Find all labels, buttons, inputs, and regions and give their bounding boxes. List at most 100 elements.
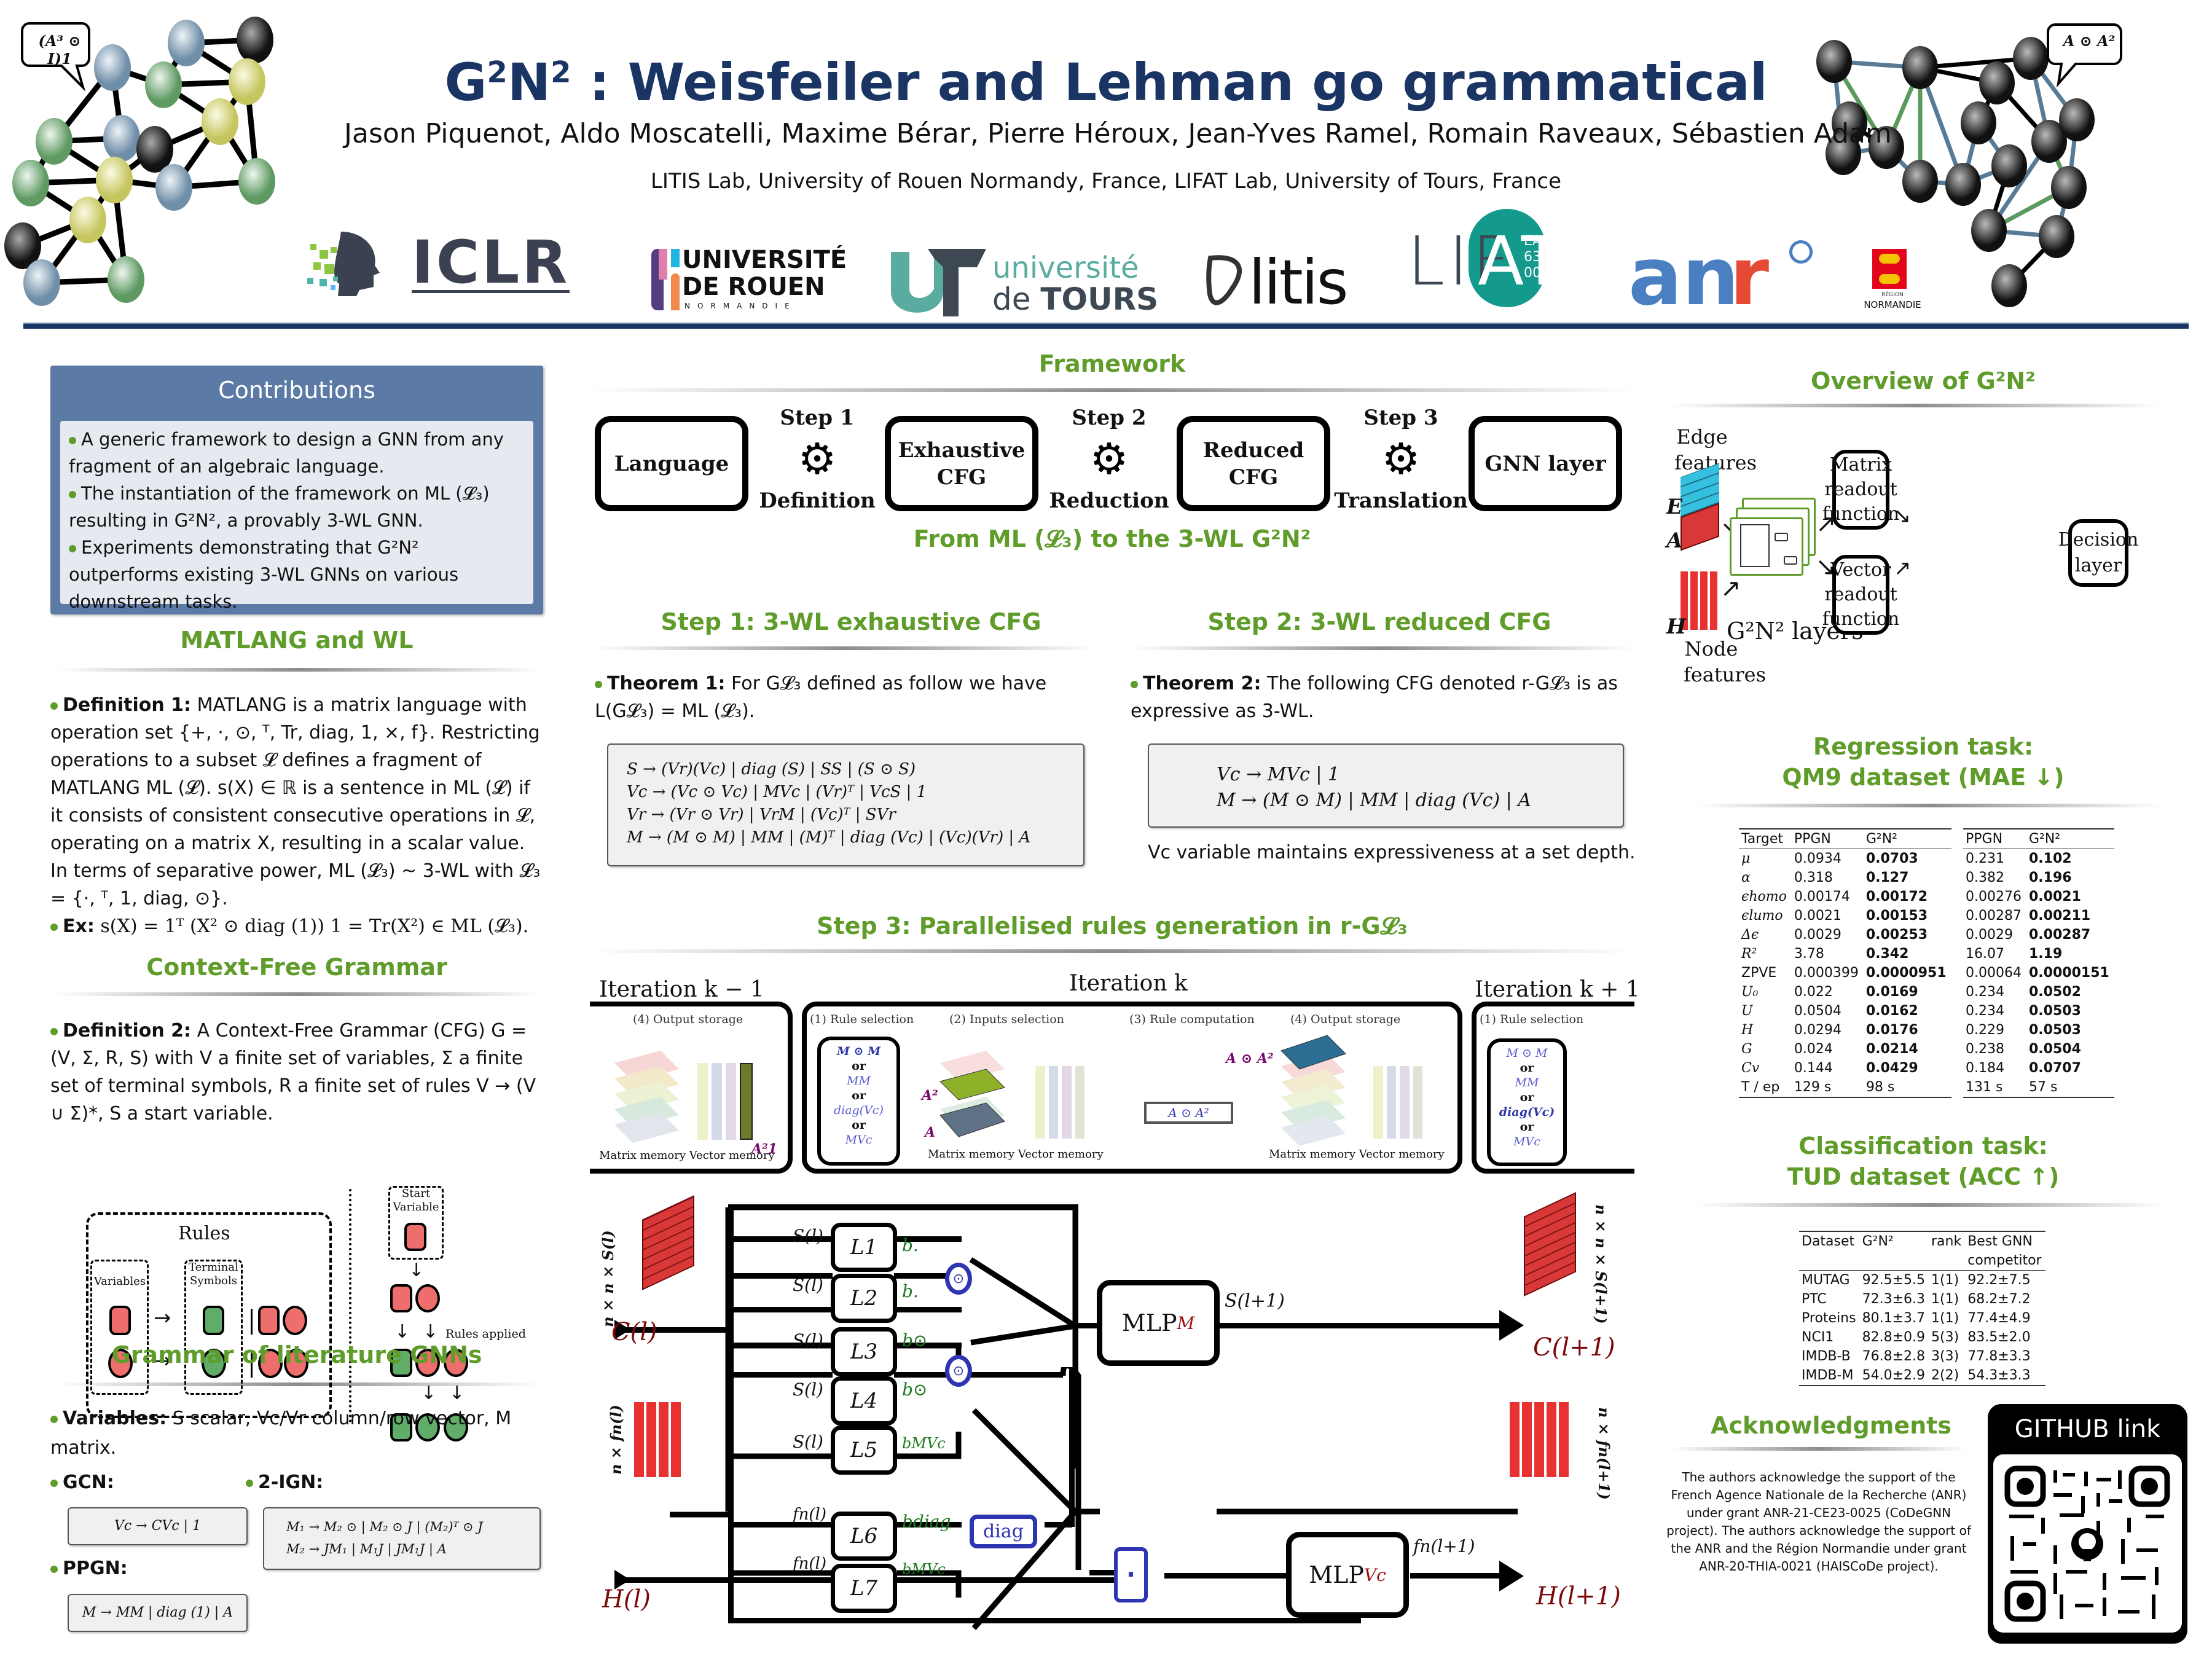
poster-authors: Jason Piquenot, Aldo Moscatelli, Maxime … bbox=[344, 118, 1892, 149]
tud-cell-best: 54.3±3.3 bbox=[1967, 1368, 2031, 1383]
cfg-rule bbox=[55, 992, 541, 996]
contribution-item: Experiments demonstrating that G²N² outp… bbox=[69, 537, 459, 612]
step1-bottom: Definition bbox=[759, 488, 876, 513]
literature-title: Grammar of literature GNNs bbox=[111, 1341, 482, 1368]
iteration-next-label: Iteration k + 1 bbox=[1475, 977, 1640, 1002]
tud-cell-rank: 5(3) bbox=[1931, 1330, 1959, 1345]
iteration-prev-box bbox=[590, 1002, 793, 1174]
qm9-cell-ppgn2: 0.00287 bbox=[1966, 908, 2022, 924]
gcn-rule-box: Vc → CVc | 1 bbox=[68, 1507, 248, 1545]
qm9-cell-target: H bbox=[1741, 1022, 1754, 1038]
qm9-cell-ppgn2: 0.00276 bbox=[1966, 889, 2022, 904]
framework-caption: From ML (𝓛₃) to the 3-WL G²N² bbox=[913, 525, 1311, 552]
qm9-cell-ppgn2: 0.238 bbox=[1966, 1041, 2004, 1057]
qm9-cell-g2n2_2: 0.196 bbox=[2028, 870, 2072, 885]
matrix-memory-stack bbox=[614, 1051, 679, 1143]
h-label: H bbox=[1666, 614, 1687, 639]
tud-cell-best: 68.2±7.2 bbox=[1967, 1292, 2031, 1307]
acknowledgments-rule bbox=[1671, 1447, 1966, 1451]
vector-memory bbox=[1373, 1066, 1422, 1139]
rule-selection-box: M ⊙ M or MM or diag(Vc) or MVc bbox=[817, 1037, 900, 1166]
s-input-label: S(l) bbox=[793, 1275, 823, 1295]
gears-icon: ⚙ bbox=[1089, 434, 1129, 484]
qm9-cell-g2n2: 0.0169 bbox=[1865, 984, 1918, 1000]
anr-registered-icon bbox=[1789, 240, 1813, 264]
framework-box-gnn-layer: GNN layer bbox=[1469, 416, 1622, 511]
qm9-cell-ppgn2: 0.229 bbox=[1966, 1022, 2004, 1038]
matlang-definition: Definition 1: MATLANG is a matrix langua… bbox=[50, 694, 541, 909]
h-output-label: H(l+1) bbox=[1536, 1582, 1621, 1610]
rouen-line2: DE ROUEN bbox=[682, 273, 825, 301]
poster-title: G2N2 : Weisfeiler and Lehman go grammati… bbox=[444, 52, 1768, 112]
gears-icon: ⚙ bbox=[798, 434, 837, 484]
header-divider bbox=[23, 323, 2189, 329]
arrow-down-icon: ↓ bbox=[409, 1260, 425, 1281]
qm9-cell-g2n2_2: 57 s bbox=[2028, 1080, 2058, 1095]
f-output-label: fn(l+1) bbox=[1413, 1536, 1475, 1556]
github-link-card[interactable]: GITHUB link bbox=[1988, 1404, 2187, 1644]
step2-note: Vc variable maintains expressiveness at … bbox=[1148, 842, 1636, 863]
qm9-cell-target: U bbox=[1741, 1003, 1753, 1019]
tud-cell-dataset: PTC bbox=[1802, 1292, 1827, 1307]
s-input-label: S(l) bbox=[793, 1432, 823, 1452]
matlang-title: MATLANG and WL bbox=[180, 627, 414, 654]
qm9-cell-ppgn2: 0.234 bbox=[1966, 984, 2004, 1000]
tud-cell-rank: 1(1) bbox=[1931, 1273, 1959, 1288]
github-link-label[interactable]: GITHUB link bbox=[2014, 1415, 2161, 1443]
arrow-down-icon: ↓ bbox=[423, 1321, 439, 1343]
layer-wiring bbox=[670, 1204, 1518, 1630]
qm9-cell-ppgn: 129 s bbox=[1794, 1080, 1832, 1095]
qr-pattern bbox=[2004, 1465, 2170, 1622]
step1-title: Step 1: 3-WL exhaustive CFG bbox=[661, 608, 1041, 635]
arrow-right-icon bbox=[1499, 1310, 1524, 1341]
tours-line1: université bbox=[992, 251, 1139, 285]
qm9-cell-g2n2: 0.127 bbox=[1865, 870, 1909, 885]
litis-text: litis bbox=[1249, 246, 1349, 318]
linear-l3: L3 bbox=[831, 1327, 897, 1376]
tud-cell-best: 83.5±2.0 bbox=[1967, 1330, 2031, 1345]
contributions-box: Contributions A generic framework to des… bbox=[50, 366, 543, 614]
github-qr-code[interactable] bbox=[1993, 1454, 2182, 1633]
literature-variables: Variables: S scalar, Vc/Vr column/row ve… bbox=[50, 1408, 512, 1459]
bias-label: b⊙ bbox=[902, 1379, 928, 1400]
qm9-cell-g2n2_2: 0.0707 bbox=[2028, 1061, 2081, 1076]
linear-l5: L5 bbox=[831, 1426, 897, 1475]
tud-cell-g2n2: 82.8±0.9 bbox=[1862, 1330, 1925, 1345]
variables-box bbox=[90, 1260, 149, 1395]
qm9-cell-g2n2: 0.0429 bbox=[1865, 1061, 1918, 1076]
rules-box bbox=[86, 1212, 332, 1418]
matrix-readout-box: Matrix readout function bbox=[1822, 450, 1899, 530]
qm9-cell-g2n2: 0.0176 bbox=[1865, 1022, 1918, 1038]
qm9-cell-ppgn: 0.00174 bbox=[1794, 889, 1850, 904]
right-bubble-formula: A ⊙ A² bbox=[2063, 32, 2116, 50]
hadamard-op-icon: ⊙ bbox=[945, 1355, 972, 1387]
tud-cell-best: 92.2±7.5 bbox=[1967, 1273, 2031, 1288]
step2-rule bbox=[1131, 646, 1634, 650]
tud-table: Dataset G²N² rank Best GNN competitor MU… bbox=[1799, 1231, 2045, 1386]
qm9-cell-g2n2_2: 0.0021 bbox=[2028, 889, 2081, 904]
lifat-text-b: AT bbox=[1478, 222, 1565, 300]
qm9-cell-g2n2: 0.0000951 bbox=[1865, 965, 1947, 981]
tud-cell-g2n2: 72.3±6.3 bbox=[1862, 1292, 1925, 1307]
s-input-label: S(l) bbox=[793, 1379, 823, 1400]
tours-logo: université de TOURS bbox=[885, 240, 1180, 320]
qm9-cell-ppgn: 0.022 bbox=[1794, 984, 1833, 1000]
qm9-cell-g2n2: 0.342 bbox=[1865, 946, 1909, 962]
dotted-separator bbox=[349, 1189, 351, 1422]
qm9-cell-ppgn: 0.0934 bbox=[1794, 851, 1841, 866]
f-input-label: fn(l) bbox=[793, 1555, 826, 1573]
